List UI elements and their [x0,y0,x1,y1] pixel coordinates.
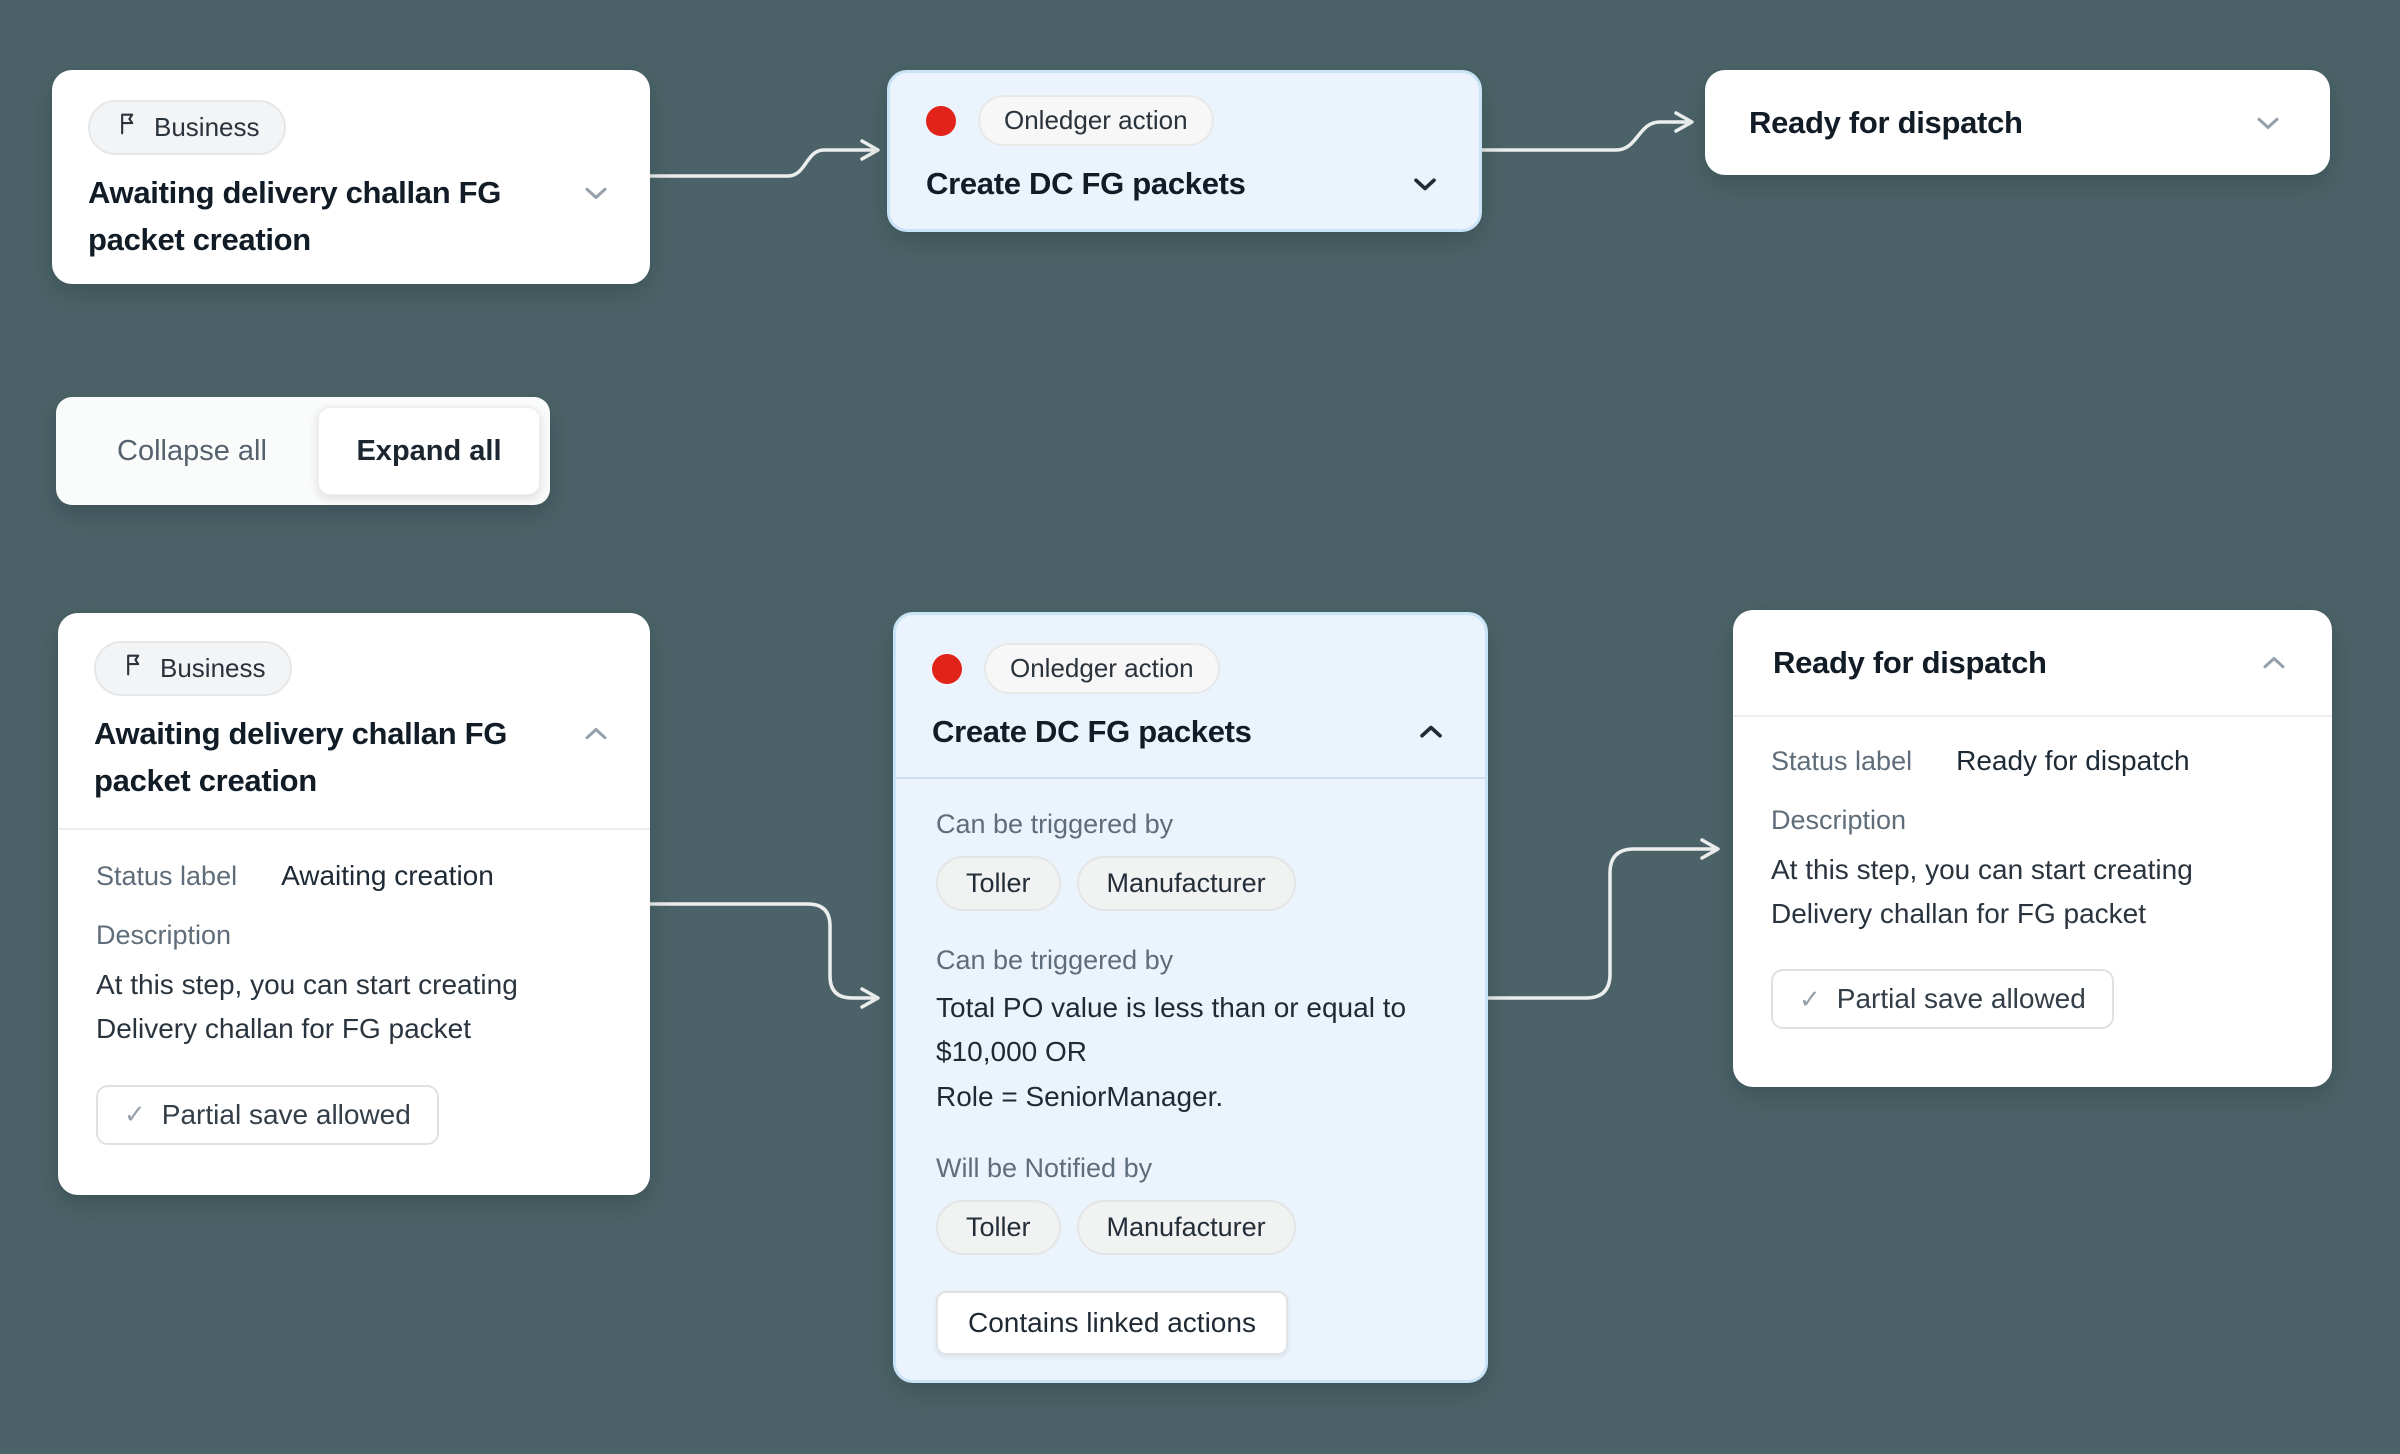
divider [896,777,1485,780]
red-status-dot-icon [932,653,962,684]
description-text: At this step, you can start creating Del… [1771,854,2193,929]
node-title: Create DC FG packets [926,166,1246,201]
collapse-all-button[interactable]: Collapse all [117,434,267,467]
role-pill: Manufacturer [1076,856,1296,912]
description-label: Description [1771,805,1907,835]
partial-save-chip: ✓ Partial save allowed [1771,969,2114,1030]
chip-label: Partial save allowed [1836,983,2086,1015]
node-title: Awaiting delivery challan FG packet crea… [94,716,508,799]
chevron-down-icon[interactable] [1407,166,1443,202]
role-pill: Toller [936,856,1061,912]
chevron-down-icon[interactable] [2250,105,2286,141]
flag-icon [114,110,142,145]
chevron-down-icon[interactable] [578,175,614,211]
role-pill: Manufacturer [1076,1199,1296,1255]
description-label: Description [96,920,232,951]
description-text: At this step, you can start creating Del… [96,969,518,1044]
chevron-up-icon[interactable] [578,716,614,752]
red-status-dot-icon [926,105,956,136]
node-status-end-expanded[interactable]: Ready for dispatch Status label Ready fo… [1733,610,2332,1087]
chevron-up-icon[interactable] [1413,714,1449,750]
business-badge: Business [94,641,292,696]
node-title: Ready for dispatch [1749,104,2023,140]
connector-bottom-start-to-action [650,902,880,1009]
contains-linked-actions-button[interactable]: Contains linked actions [936,1290,1288,1355]
node-action-expanded[interactable]: Onledger action Create DC FG packets Can… [893,612,1488,1383]
condition-line: Role = SeniorManager. [936,1080,1224,1112]
role-pill: Toller [936,1199,1061,1255]
node-title: Create DC FG packets [932,714,1252,749]
triggered-by-label: Can be triggered by [936,809,1174,840]
check-icon: ✓ [1799,983,1821,1014]
notified-by-label: Will be Notified by [936,1152,1153,1183]
status-label-key: Status label [96,861,238,892]
onledger-action-badge: Onledger action [978,95,1214,146]
connector-top-start-to-action [650,139,880,178]
node-title: Awaiting delivery challan FG packet crea… [88,175,502,258]
node-status-end-collapsed[interactable]: Ready for dispatch [1705,70,2330,175]
flag-icon [120,651,148,686]
expand-all-button[interactable]: Expand all [318,407,540,495]
badge-label: Business [160,653,266,683]
check-icon: ✓ [124,1099,146,1130]
chevron-up-icon[interactable] [2256,645,2292,681]
node-status-start-expanded[interactable]: Business Awaiting delivery challan FG pa… [58,613,650,1195]
badge-label: Onledger action [1010,653,1194,683]
chip-label: Partial save allowed [161,1098,411,1130]
badge-label: Onledger action [1004,105,1188,135]
divider [1733,715,2332,717]
badge-label: Business [154,112,260,142]
condition-label: Can be triggered by [936,945,1174,976]
condition-line: Total PO value is less than or equal to … [936,992,1407,1068]
business-badge: Business [88,100,286,155]
status-label-key: Status label [1771,746,1913,776]
onledger-action-badge: Onledger action [984,643,1220,694]
node-title: Ready for dispatch [1773,644,2047,680]
divider [58,828,650,831]
node-status-start-collapsed[interactable]: Business Awaiting delivery challan FG pa… [52,70,650,284]
connector-top-action-to-end [1482,111,1694,152]
collapse-expand-toggle: Collapse all Expand all [56,397,550,505]
status-label-value: Awaiting creation [281,860,494,892]
node-action-collapsed[interactable]: Onledger action Create DC FG packets [887,70,1482,232]
partial-save-chip: ✓ Partial save allowed [96,1084,439,1145]
connector-bottom-action-to-end [1488,838,1720,1000]
status-label-value: Ready for dispatch [1956,745,2190,776]
